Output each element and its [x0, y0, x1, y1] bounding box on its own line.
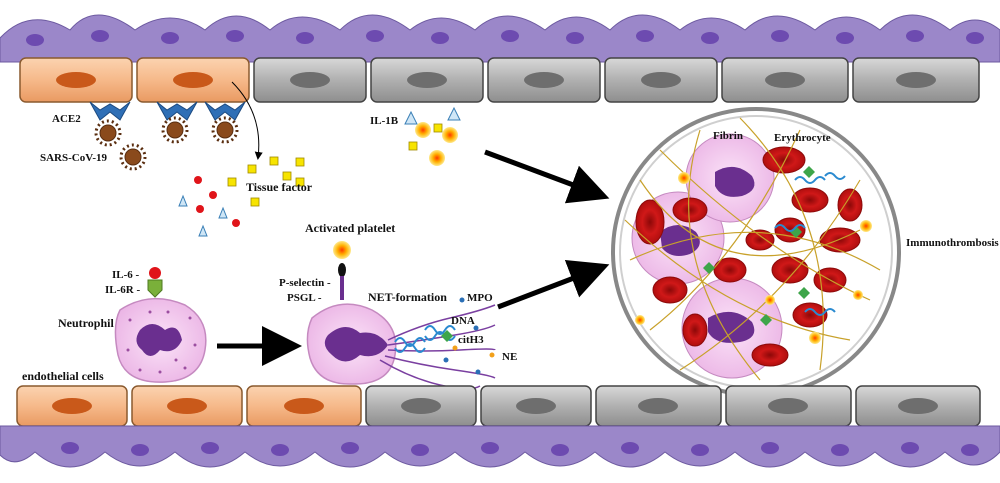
cytokine-triangles [178, 194, 228, 237]
immunothrombosis-clot [611, 107, 901, 397]
neutrophil-granules [126, 310, 197, 374]
net-formation-label: NET-formation [368, 290, 447, 304]
ace2-label: ACE2 [52, 113, 81, 125]
cith3-icon [441, 330, 453, 342]
sars-label: SARS-CoV-19 [40, 152, 108, 164]
psgl-stalk [340, 276, 344, 300]
mpo-dots [443, 297, 481, 375]
il6r-icon [147, 279, 163, 298]
il6r-label: IL-6R - [105, 284, 140, 296]
activated-platelet-icon [333, 241, 351, 259]
neutrophil-nucleus [136, 324, 182, 356]
p-selectin-label: P-selectin - [279, 277, 331, 289]
release-arrow [231, 81, 263, 160]
bottom-endothelial-layer [16, 385, 981, 427]
tissue-factor-squares [227, 156, 305, 207]
clot-platelets [635, 172, 872, 344]
cell-nucleus [173, 72, 213, 88]
endothelial-cells-label: endothelial cells [22, 369, 104, 383]
il1b-platelet-bursts [415, 122, 458, 166]
psgl-label: PSGL - [287, 292, 322, 304]
mpo-label: MPO [467, 292, 493, 304]
dna-helix-icons [394, 325, 456, 353]
erythrocyte-label: Erythrocyte [774, 132, 831, 144]
top-smooth-muscle-layer [0, 14, 1000, 63]
clot-dna [774, 172, 846, 316]
activated-platelet-label: Activated platelet [305, 221, 395, 235]
top-endothelial-layer [19, 57, 980, 103]
il1b-squares [408, 123, 443, 151]
bottom-smooth-muscle-layer [0, 425, 1000, 468]
clot-cith3 [703, 166, 815, 326]
net-strands [379, 304, 496, 390]
immunothrombosis-label: Immunothrombosis [906, 237, 999, 249]
net-neutrophil-nucleus [324, 326, 388, 362]
il6-icon [149, 267, 161, 279]
sars-cov-virus-icons [94, 116, 239, 171]
arrow-to-thrombus-lower [497, 260, 610, 310]
tissue-factor-label: Tissue factor [246, 180, 313, 194]
cith3-label: citH3 [458, 334, 484, 346]
neutrophil-label: Neutrophil [58, 316, 114, 330]
fibrin-label: Fibrin [713, 130, 743, 142]
p-selectin-receptor [338, 263, 346, 277]
red-cytokine-dots [194, 176, 240, 227]
erythrocytes [635, 146, 863, 367]
ne-icons [452, 345, 495, 358]
il1b-label: IL-1B [370, 115, 399, 127]
dna-label: DNA [451, 315, 475, 327]
il6-label: IL-6 - [112, 269, 140, 281]
arrow-to-thrombus-upper [484, 149, 610, 204]
ne-label: NE [502, 351, 517, 363]
il1b-triangles [404, 106, 461, 125]
ace2-receptors [89, 101, 246, 121]
cell-nucleus [56, 72, 96, 88]
